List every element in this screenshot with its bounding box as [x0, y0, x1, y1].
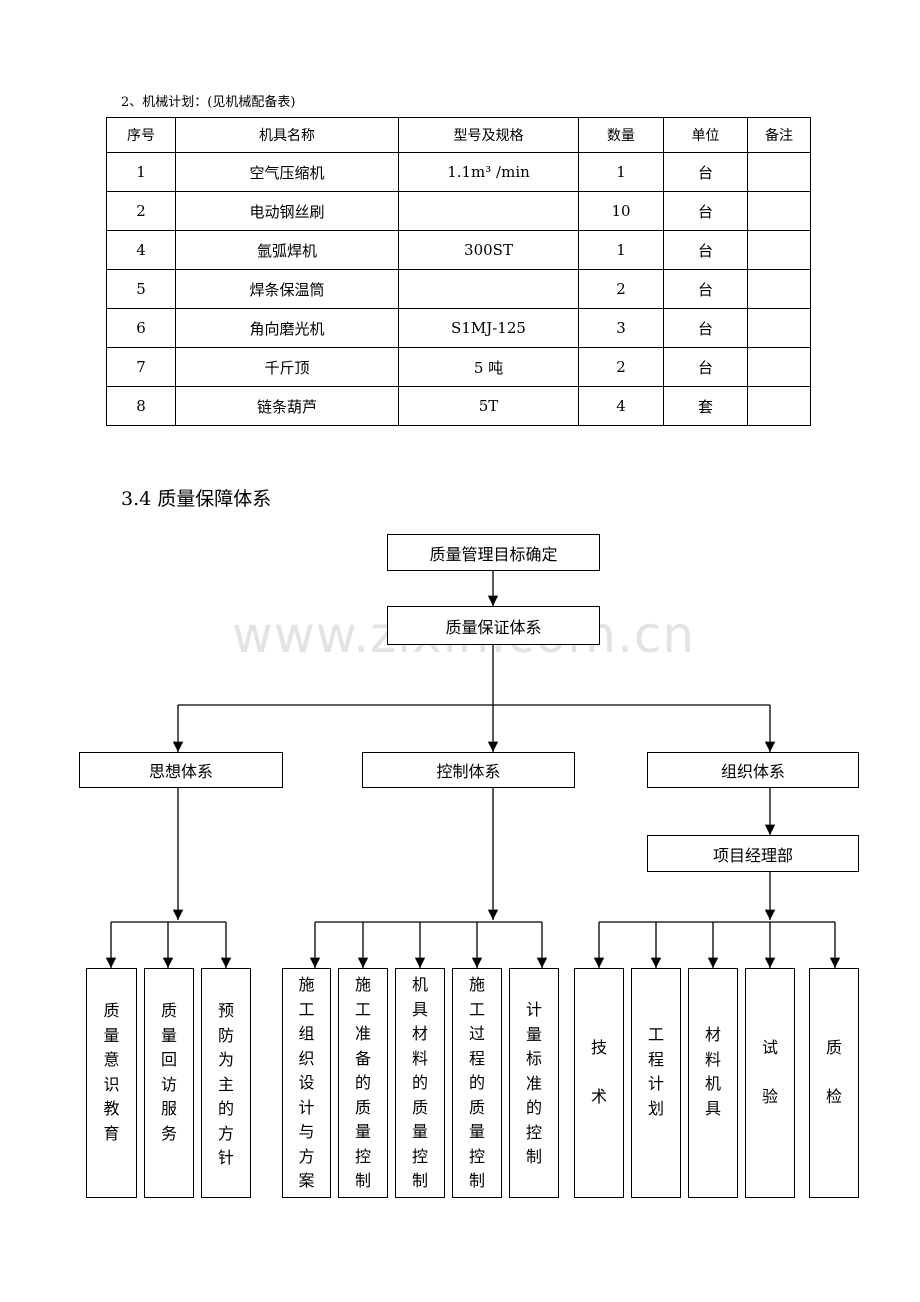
cell-index: 4	[106, 230, 176, 270]
thought-system-box: 思想体系	[79, 752, 283, 788]
col-header-model: 型号及规格	[398, 117, 579, 153]
machinery-plan-label: 2、机械计划：(见机械配备表)	[121, 95, 296, 110]
organization-system-box: 组织体系	[647, 752, 859, 788]
table-header-row: 序号 机具名称 型号及规格 数量 单位 备注	[106, 117, 811, 153]
leaf-technology: 技术	[574, 968, 624, 1198]
project-manager-box: 项目经理部	[647, 835, 859, 872]
cell-model: S1MJ-125	[398, 308, 579, 348]
cell-unit: 台	[663, 347, 748, 387]
leaf-quality-awareness: 质量意识教育	[86, 968, 137, 1198]
cell-index: 7	[106, 347, 176, 387]
cell-remark	[747, 152, 811, 192]
cell-model: 5T	[398, 386, 579, 426]
cell-qty: 10	[578, 191, 664, 231]
leaf-metrology-control: 计量标准的控制	[509, 968, 559, 1198]
cell-model	[398, 191, 579, 231]
leaf-preparation-control: 施工准备的质量控制	[338, 968, 388, 1198]
cell-name: 链条葫芦	[175, 386, 399, 426]
quality-goal-box: 质量管理目标确定	[387, 534, 600, 571]
quality-system-heading: 3.4 质量保障体系	[121, 488, 272, 510]
leaf-materials-control: 机具材料的质量控制	[395, 968, 445, 1198]
col-header-name: 机具名称	[175, 117, 399, 153]
control-system-box: 控制体系	[362, 752, 575, 788]
leaf-construction-design: 施工组织设计与方案	[282, 968, 331, 1198]
leaf-process-control: 施工过程的质量控制	[452, 968, 502, 1198]
cell-name: 空气压缩机	[175, 152, 399, 192]
cell-remark	[747, 386, 811, 426]
col-header-index: 序号	[106, 117, 176, 153]
cell-qty: 4	[578, 386, 664, 426]
cell-remark	[747, 269, 811, 309]
cell-name: 角向磨光机	[175, 308, 399, 348]
leaf-engineering-plan: 工程计划	[631, 968, 681, 1198]
quality-assurance-box: 质量保证体系	[387, 606, 600, 645]
cell-qty: 1	[578, 152, 664, 192]
cell-model: 1.1m³ /min	[398, 152, 579, 192]
leaf-materials-machinery: 材料机具	[688, 968, 738, 1198]
cell-unit: 套	[663, 386, 748, 426]
cell-remark	[747, 191, 811, 231]
cell-qty: 2	[578, 347, 664, 387]
cell-index: 1	[106, 152, 176, 192]
cell-index: 8	[106, 386, 176, 426]
cell-remark	[747, 230, 811, 270]
cell-qty: 1	[578, 230, 664, 270]
leaf-testing: 试验	[745, 968, 795, 1198]
leaf-prevention-policy: 预防为主的方针	[201, 968, 251, 1198]
leaf-quality-inspection: 质检	[809, 968, 859, 1198]
cell-unit: 台	[663, 191, 748, 231]
leaf-quality-revisit: 质量回访服务	[144, 968, 194, 1198]
cell-name: 氩弧焊机	[175, 230, 399, 270]
col-header-qty: 数量	[578, 117, 664, 153]
